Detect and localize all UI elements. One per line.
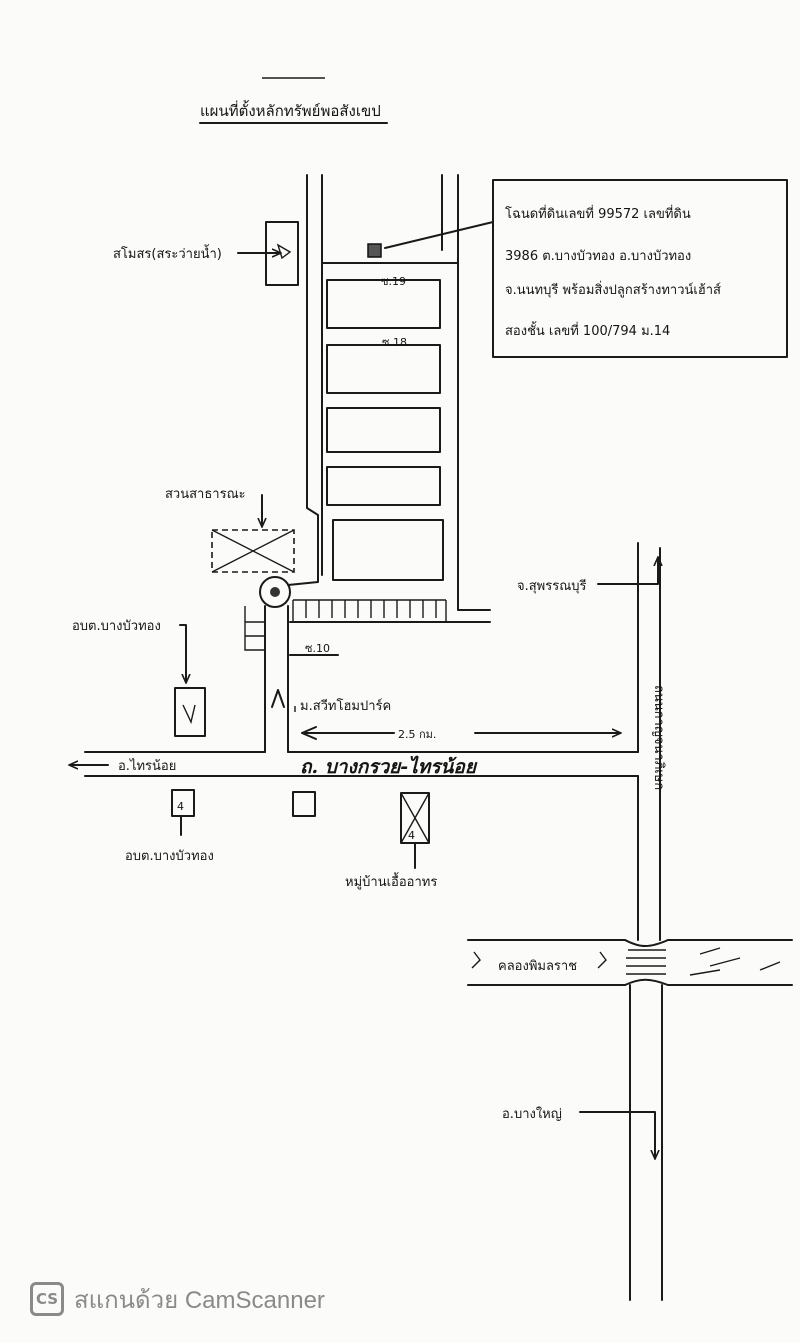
obt-top-flag-icon (182, 704, 196, 725)
camscanner-watermark: CS สแกนด้วย CamScanner (30, 1279, 325, 1319)
public-park (211, 529, 295, 573)
property-plot-marker (367, 243, 382, 258)
euaarthorn-cross (400, 792, 430, 844)
sainoi-label: อ.ไทรน้อย (118, 758, 176, 774)
bridge (624, 939, 669, 986)
camscanner-text: สแกนด้วย CamScanner (74, 1286, 325, 1314)
info-line-1: โฉนดที่ดินเลขที่ 99572 เลขที่ดิน (505, 205, 691, 222)
soi-18-label: ซ.18 (382, 336, 407, 349)
townhouse-block-5 (332, 519, 444, 581)
townhouse-block-4 (326, 466, 441, 506)
euaarthorn-label: หมู่บ้านเอื้ออาทร (345, 872, 437, 890)
info-line-4: สองชั้น เลขที่ 100/794 ม.14 (505, 321, 670, 339)
small-building (292, 791, 316, 817)
camscanner-logo-icon: CS (30, 1282, 64, 1316)
bangyai-arrow (579, 1111, 655, 1158)
euaarthorn-marker: 4 (408, 829, 415, 842)
info-line-2: 3986 ต.บางบัวทอง อ.บางบัวทอง (505, 249, 691, 264)
village-label: ม.สวีทโฮมปาร์ค (300, 698, 391, 714)
suphan-arrow (597, 558, 658, 585)
roundabout-center (270, 587, 280, 597)
estate-east-road (457, 174, 491, 611)
obt-bottom-marker: 4 (177, 800, 184, 813)
obt-top-label: อบต.บางบัวทอง (72, 619, 161, 634)
bangyai-label: อ.บางใหญ่ (502, 1106, 562, 1122)
title-deed-info-box: โฉนดที่ดินเลขที่ 99572 เลขที่ดิน 3986 ต.… (492, 179, 788, 358)
townhouse-block-3 (326, 407, 441, 453)
soi-19-label: ซ.19 (381, 275, 406, 288)
park-cross (211, 529, 295, 573)
obt-top-arrow (179, 624, 186, 682)
obt-bottom-label: อบต.บางบัวทอง (125, 849, 214, 864)
canal-water-marks (471, 947, 781, 976)
main-road-label: ถ. บางกรวย-ไทรน้อย (300, 755, 478, 778)
info-pointer-line (384, 221, 494, 249)
map-title: แผนที่ตั้งหลักทรัพย์พอสังเขป (200, 100, 381, 120)
roundabout (259, 576, 291, 608)
park-label: สวนสาธารณะ (165, 487, 246, 502)
club-flag-icon (276, 243, 292, 260)
village-arrow (271, 689, 285, 708)
house-row-south (292, 599, 447, 622)
house-row-west (244, 606, 265, 651)
distance-label: 2.5 กม. (398, 728, 436, 741)
townhouse-block-1 (326, 279, 441, 329)
soi-10-label: ซ.10 (305, 642, 330, 655)
canal-label: คลองพิมลราช (498, 959, 577, 974)
townhouse-block-2 (326, 344, 441, 394)
club-label: สโมสร(สระว่ายน้ำ) (113, 244, 222, 262)
suphan-label: จ.สุพรรณบุรี (517, 578, 587, 594)
info-line-3: จ.นนทบุรี พร้อมสิ่งปลูกสร้างทาวน์เฮ้าส์ (505, 281, 721, 298)
estate-west-road (287, 174, 319, 586)
obt-bottom-building (171, 789, 195, 817)
obt-top-building (174, 687, 206, 737)
kanchana-road-label: ถนนกาญจนาภิเษก (651, 685, 666, 790)
